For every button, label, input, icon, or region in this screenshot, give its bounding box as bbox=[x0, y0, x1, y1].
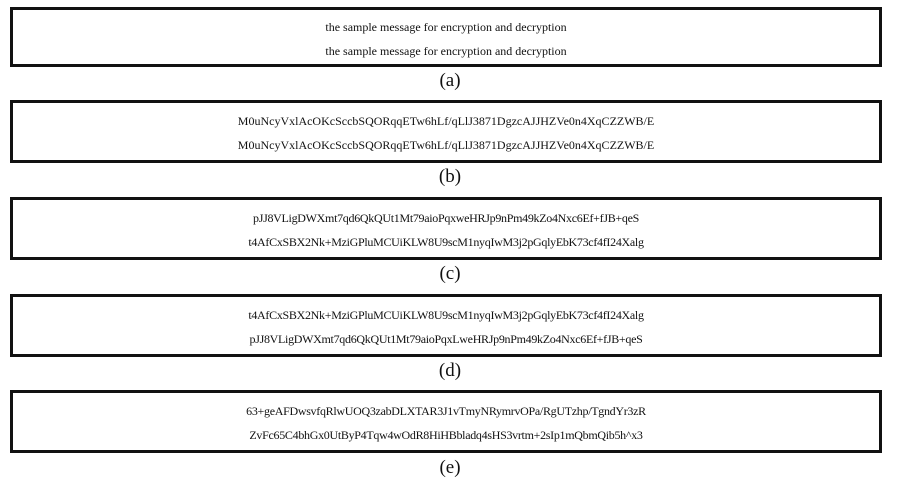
caption-b: (b) bbox=[438, 166, 462, 187]
panel-b-line-1: M0uNcyVxlAcOKcSccbSQORqqETw6hLf/qLlJ3871… bbox=[237, 114, 655, 128]
panel-e-line-2: ZvFc65C4bhGx0UtByP4Tqw4wOdR8HiHBbladq4sH… bbox=[249, 428, 643, 442]
panel-a-plaintext: the sample message for encryption and de… bbox=[10, 7, 882, 67]
caption-d: (d) bbox=[438, 360, 462, 381]
panel-c-line-1: pJJ8VLigDWXmt7qd6QkQUt1Mt79aioPqxweHRJp9… bbox=[253, 211, 639, 225]
panel-e-line-1: 63+geAFDwsvfqRlwUOQ3zabDLXTAR3J1vTmyNRym… bbox=[246, 404, 646, 418]
caption-c: (c) bbox=[439, 263, 461, 284]
panel-c-ciphertext: pJJ8VLigDWXmt7qd6QkQUt1Mt79aioPqxweHRJp9… bbox=[10, 197, 882, 260]
panel-a-line-1: the sample message for encryption and de… bbox=[325, 20, 567, 34]
caption-a: (a) bbox=[439, 70, 461, 91]
panel-b-ciphertext: M0uNcyVxlAcOKcSccbSQORqqETw6hLf/qLlJ3871… bbox=[10, 100, 882, 163]
panel-d-line-2: pJJ8VLigDWXmt7qd6QkQUt1Mt79aioPqxLweHRJp… bbox=[249, 332, 643, 346]
panel-e-ciphertext: 63+geAFDwsvfqRlwUOQ3zabDLXTAR3J1vTmyNRym… bbox=[10, 390, 882, 453]
panel-c-line-2: t4AfCxSBX2Nk+MziGPluMCUiKLW8U9scM1nyqIwM… bbox=[248, 235, 644, 249]
panel-d-ciphertext: t4AfCxSBX2Nk+MziGPluMCUiKLW8U9scM1nyqIwM… bbox=[10, 294, 882, 357]
caption-e: (e) bbox=[439, 457, 461, 478]
panel-b-line-2: M0uNcyVxlAcOKcSccbSQORqqETw6hLf/qLlJ3871… bbox=[237, 138, 655, 152]
panel-d-line-1: t4AfCxSBX2Nk+MziGPluMCUiKLW8U9scM1nyqIwM… bbox=[248, 308, 644, 322]
panel-a-line-2: the sample message for encryption and de… bbox=[325, 44, 567, 58]
